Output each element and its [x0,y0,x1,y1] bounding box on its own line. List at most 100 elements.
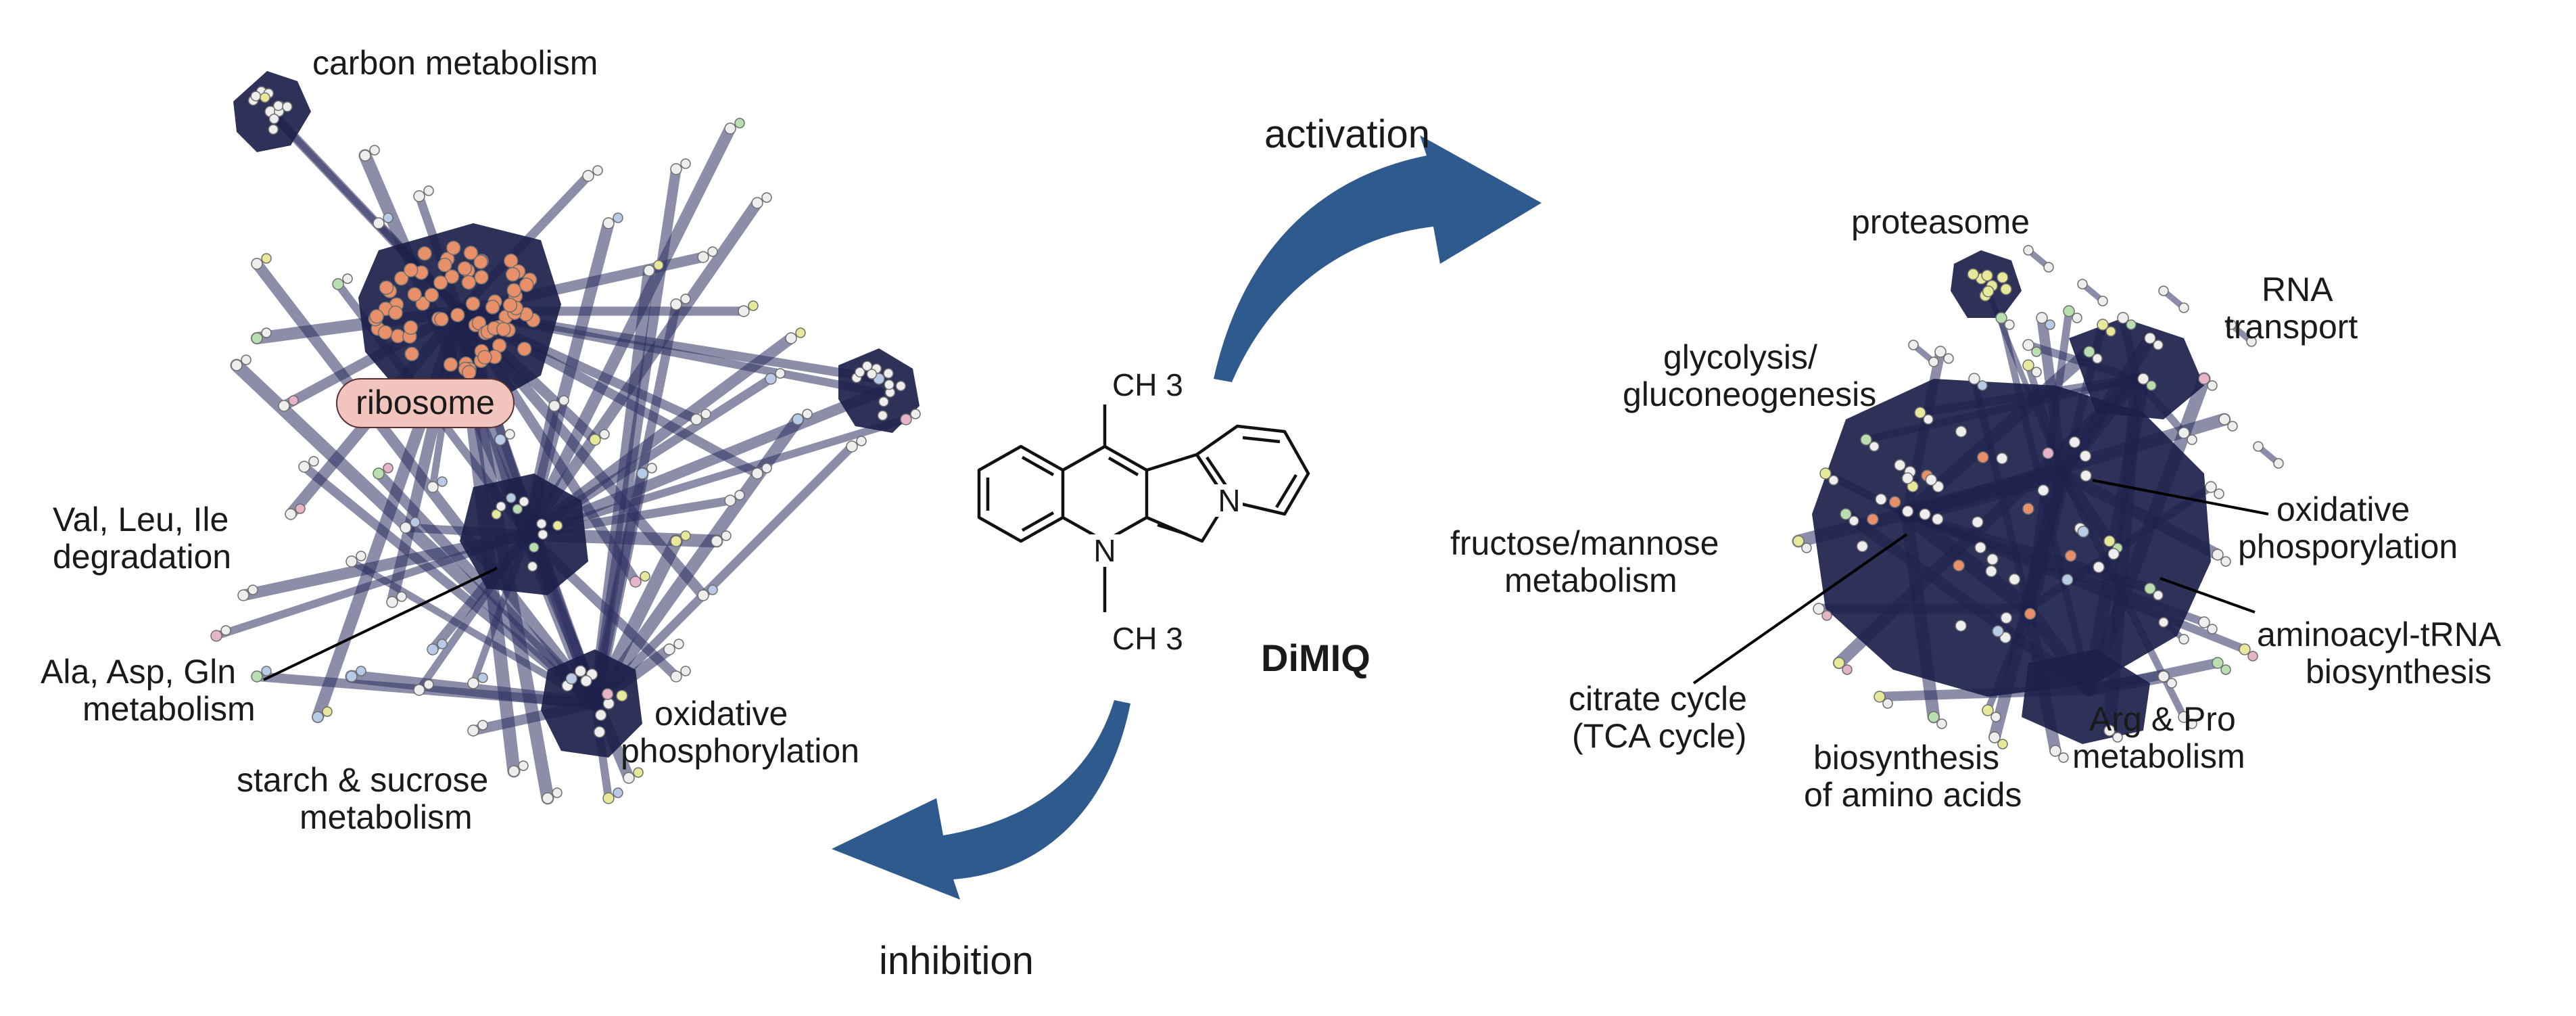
network-node [1936,718,1947,729]
network-node [613,787,623,798]
network-node [2153,340,2164,350]
network-node [379,280,394,295]
network-node [373,467,385,480]
network-node [2058,752,2069,763]
network-node [1977,451,1989,463]
network-node [1821,610,1832,621]
network-node [463,246,479,260]
network-node [2198,616,2210,628]
network-node [1974,541,1986,554]
network-node [404,262,419,278]
network-node [1982,704,1994,716]
network-node [1875,493,1887,505]
network-node [2198,373,2210,385]
network-node [2077,526,2090,538]
network-node [393,271,409,286]
methyl-top-label: CH 3 [1112,367,1183,402]
network-node [602,217,615,229]
network-node [467,724,479,737]
network-node [268,113,280,124]
network-node [697,589,709,601]
ring-b-double-1 [1107,457,1139,476]
network-node [1932,513,1944,526]
ring-a-bonds [977,444,1065,543]
network-node [295,503,306,514]
network-node [2022,359,2034,371]
network-node [2004,319,2015,330]
network-node [1968,373,1980,385]
network-node [552,520,563,531]
label-biosynthesis-line2: of amino acids [1804,776,2022,814]
network-node [251,670,263,683]
label-starch-line1: starch & sucrose [237,761,488,799]
network-node [1925,474,1938,486]
network-node [251,332,263,344]
pointer-ala-asp-gln [263,567,498,681]
network-node [1981,269,1993,282]
network-node [506,283,521,298]
network-node [2187,718,2197,729]
network-node [502,298,518,313]
network-node [2068,436,2081,448]
network-node [356,666,366,676]
network-node [724,122,736,135]
ring-d-double-1 [1242,436,1281,444]
network-node [285,508,297,520]
network-node [2031,346,2042,357]
network-node [332,278,344,290]
network-node [1985,565,1997,578]
network-node [282,101,293,112]
network-node [1919,508,1931,520]
network-node [288,395,299,406]
network-node [517,342,532,356]
right-proteasome-cluster [1951,250,2022,318]
label-rna-line1: RNA [2262,271,2333,308]
network-node [574,665,587,677]
right-network-nodes [1792,245,2284,763]
network-node [433,275,448,290]
network-node [680,530,691,541]
label-ribosome: ribosome [356,384,495,421]
network-node [1801,542,1812,553]
network-node [734,118,745,129]
network-node [2178,302,2189,313]
network-node [434,312,449,327]
network-node [278,400,290,412]
network-node [2207,624,2218,634]
network-node [2227,421,2238,432]
label-glycolysis-line2: gluconeogenesis [1623,375,1876,413]
inhibition-arrow-body [832,700,1130,900]
network-node [404,346,419,362]
network-node [673,639,684,649]
network-node [2246,336,2257,347]
network-node [697,251,709,263]
label-rna-line2: transport [2224,308,2358,346]
activation-arrow [1214,135,1542,382]
network-node [2126,319,2137,330]
network-node [866,369,878,379]
network-node [2042,447,2054,459]
ring-a-double-2 [1021,456,1055,476]
network-node [558,395,569,406]
network-node [250,91,262,101]
network-node [423,679,434,690]
network-node [491,509,502,520]
network-node [396,591,407,602]
network-node [643,264,655,277]
network-node [1967,268,1980,281]
network-node [680,294,691,304]
network-node [413,684,425,696]
network-node [423,185,434,196]
network-node [1955,620,1967,632]
network-node [437,258,452,273]
network-node [1992,625,2004,637]
network-node [373,217,385,229]
network-node [785,332,797,344]
network-node [1972,516,1984,528]
network-edge [230,359,602,710]
network-node [900,413,912,425]
network-node [1894,459,1906,471]
left-labels: carbon metabolism ribosome Val, Leu, Ile… [41,44,859,836]
network-node [878,396,889,407]
network-node [2036,312,2048,324]
